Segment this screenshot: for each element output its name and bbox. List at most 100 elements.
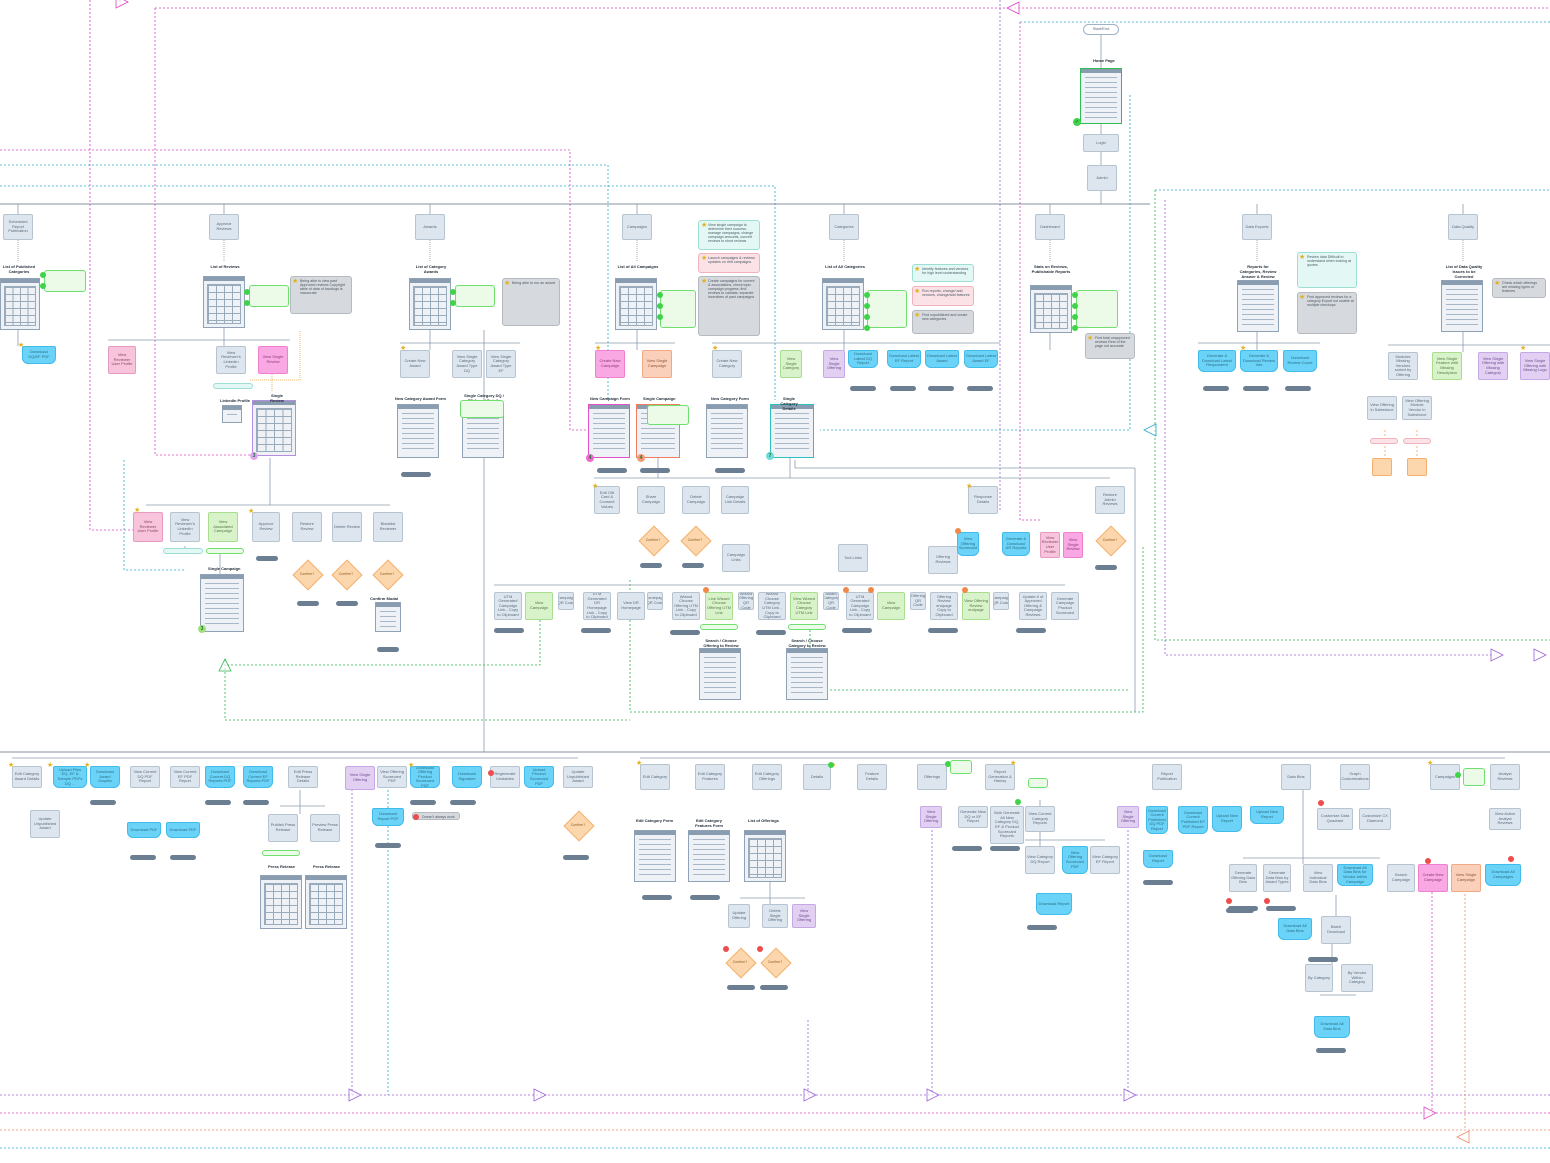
link-row-node[interactable]: Wizard Offering QR Code (738, 592, 754, 610)
bottom-lower-node[interactable]: View Single Offering (1117, 806, 1139, 828)
link-row-node[interactable]: UTM Generated Campaign Link - Copy to Cl… (494, 592, 522, 620)
new-award-screen[interactable] (397, 404, 439, 458)
mid-row-node[interactable]: View Single Offering with Missing Logo (1520, 352, 1550, 380)
bottom-left-node[interactable]: View Offering Scorecard PDF (377, 766, 407, 788)
start-end-node[interactable]: Start/End (1083, 24, 1119, 35)
linkedin-screen[interactable] (222, 405, 242, 423)
mid-row-node[interactable]: Download Latest Award EF (964, 350, 998, 368)
bottom-lower-node[interactable]: By Vendor Within Category (1341, 964, 1373, 992)
bottom-left-node[interactable]: Download Offering Product Scorecard PDF (410, 766, 440, 788)
lower-row-node[interactable]: Approve Review (252, 512, 280, 542)
data-quality-screen[interactable] (1441, 280, 1483, 332)
bottom-left-node[interactable]: Download Current DQ Reports PDF (205, 766, 235, 788)
bottom-lower-node[interactable]: Bulk Generate All New Category DQ, EF & … (990, 806, 1024, 844)
single-campaign-screen[interactable] (636, 404, 680, 458)
bottom-mid-node[interactable]: Feature Details (857, 764, 887, 790)
single-category-screen[interactable] (770, 404, 814, 458)
lower-row-node[interactable]: View Reviewer's LinkedIn Profile (170, 512, 200, 542)
mid-row-node[interactable]: Download Latest DQ Report (848, 350, 878, 368)
single-review-screen[interactable] (252, 400, 296, 456)
bottom-lower-node[interactable]: Download Current Published EF PDF Report (1178, 806, 1208, 834)
bottom-lower-node[interactable]: Delete Single Offering (762, 904, 788, 928)
single-campaign-2-screen[interactable] (200, 574, 244, 632)
offerings-list-screen[interactable] (744, 830, 786, 882)
link-row-node[interactable]: Campaign QR Code (993, 592, 1009, 610)
section-node[interactable]: Data Quality (1448, 214, 1478, 240)
download-node[interactable]: Download DQ/EF PDF (22, 346, 56, 364)
bottom-left-node[interactable]: Download Award Graphic (90, 766, 120, 788)
section-node[interactable]: Campaigns (622, 214, 652, 240)
bottom-mid-node[interactable]: Report Publication (1152, 764, 1182, 790)
link-row-node[interactable]: Generate Campaign Product Scorecard (1051, 592, 1079, 620)
section-node[interactable]: Scheduled Report Publication (3, 214, 33, 240)
mid-row-node[interactable]: View Single Review (258, 346, 288, 374)
lower-row-node[interactable]: Share Campaign (637, 486, 665, 514)
bottom-lower-node[interactable]: View Current Category Reports (1025, 806, 1055, 832)
link-row-node[interactable]: Offering QR Code (910, 592, 926, 610)
bottom-lower-node[interactable]: Download All Data Bins (1278, 918, 1312, 940)
lower-row-node[interactable]: Campaign Link Details (721, 486, 749, 514)
link-row-node[interactable]: UTM Generated Campaign Link - Copy to Cl… (846, 592, 874, 620)
bottom-lower-node[interactable]: Generate New DQ or EF Report (958, 806, 988, 828)
bottom-lower-node[interactable]: Batch Download (1321, 916, 1351, 944)
lower-row-node[interactable]: Delete Review (332, 512, 362, 542)
bottom-lower-node[interactable]: Download All Data Bins (1314, 1016, 1350, 1038)
bottom-lower-node[interactable]: Upload New Report (1250, 806, 1284, 824)
bottom-lower-node[interactable]: View Category EF Report (1090, 846, 1120, 874)
mid-row-node[interactable]: View Reviewer's LinkedIn Profile (216, 346, 246, 374)
bottom-lower-node[interactable]: Customize CX Diamond (1359, 808, 1391, 830)
salesforce-node-1[interactable]: View Offering in Salesforce (1367, 396, 1397, 420)
bottom-mid-node[interactable]: Analyst Reviews (1490, 764, 1520, 790)
bottom-download-report-node-2[interactable]: Download Report (1143, 850, 1173, 868)
categories-list-screen[interactable] (822, 278, 864, 330)
exports-screen[interactable] (1237, 280, 1279, 332)
link-row-node[interactable]: Wizard Choose Category UTM Link - Copy t… (758, 592, 786, 620)
bottom-left-node[interactable]: Download Current EF Reports PDF (243, 766, 273, 788)
bottom-lower-node[interactable]: View Single Offering (920, 806, 942, 828)
bottom-left-node[interactable]: View Single Offering (345, 766, 375, 790)
bottom-mid-node[interactable]: Edit Category Features (695, 764, 725, 790)
link-row-node[interactable]: Homepage QR Code (647, 592, 663, 610)
bottom-download-report-node[interactable]: Download Report (1036, 893, 1072, 915)
dashboard-screen[interactable] (1030, 285, 1072, 333)
bottom-mid-node[interactable]: Graph Customizations (1340, 764, 1370, 790)
preview-press-node[interactable]: Preview Press Release (310, 814, 340, 842)
bottom-lower-node[interactable]: Update Offering (728, 904, 750, 928)
mid-row-node[interactable]: Create New Category (712, 350, 742, 378)
tool-links-node[interactable]: Tool Links (838, 544, 868, 572)
bottom-left-node[interactable]: Upload Product Scorecard PDF (524, 766, 554, 788)
lower-row-node[interactable]: View Associated Campaign (208, 512, 238, 542)
bottom-mid-node[interactable]: Offerings (917, 764, 947, 790)
bottom-report-node[interactable]: Download Report PDF (372, 808, 404, 826)
lower-ar-node[interactable]: Generate & Download AR Reports (1002, 532, 1030, 556)
section-node[interactable]: Approve Reviews (209, 214, 239, 240)
bottom-left-node[interactable]: Update Unpublished Award (563, 766, 593, 788)
campaigns-list-screen[interactable] (615, 278, 657, 330)
bottom-lower-node[interactable]: Generate Data Bins by Award Types (1263, 864, 1291, 892)
bottom-lower-node[interactable]: Search Campaign (1387, 864, 1415, 892)
publish-press-node[interactable]: Publish Press Release (268, 814, 298, 842)
mid-row-node[interactable]: Create New Award (400, 350, 430, 378)
bottom-mid-node[interactable]: Data Bins (1281, 764, 1311, 790)
mid-row-node[interactable]: Download Latest EF Report (887, 350, 921, 368)
link-row-node[interactable]: Campaign QR Code (558, 592, 574, 610)
edit-category-form-screen[interactable] (634, 830, 676, 882)
mid-row-node[interactable]: Download Review Count (1283, 350, 1317, 372)
bottom-left-node[interactable]: Edit Category Award Details (12, 766, 42, 788)
wizard-category-screen[interactable] (786, 648, 828, 700)
bottom-lower-node[interactable]: View Category DQ Report (1025, 846, 1055, 874)
bottom-lower-node[interactable]: View Single Offering (792, 904, 816, 928)
wizard-offering-screen[interactable] (699, 648, 741, 700)
mid-row-node[interactable]: View Single Category Award Type EF (486, 350, 516, 378)
home-page-screen[interactable] (1080, 68, 1122, 124)
bottom-lower-node[interactable]: Download All Campaigns (1485, 864, 1521, 886)
lower-row-node[interactable]: Delete Campaign (682, 486, 710, 514)
bottom-lower-node[interactable]: View Offering Scorecard PDF (1062, 846, 1088, 874)
confirm-modal-screen[interactable] (375, 602, 401, 632)
section-node[interactable]: Data Exports (1242, 214, 1272, 240)
section-node[interactable]: Dashboard (1035, 214, 1065, 240)
bottom-mid-node[interactable]: Edit Category (640, 764, 670, 790)
press-release-screen-2[interactable] (305, 875, 347, 929)
mid-row-node[interactable]: Modules Missing Vendors sorted by Offeri… (1388, 352, 1418, 380)
bottom-left-node[interactable]: Edit Press Release Details (288, 766, 318, 788)
